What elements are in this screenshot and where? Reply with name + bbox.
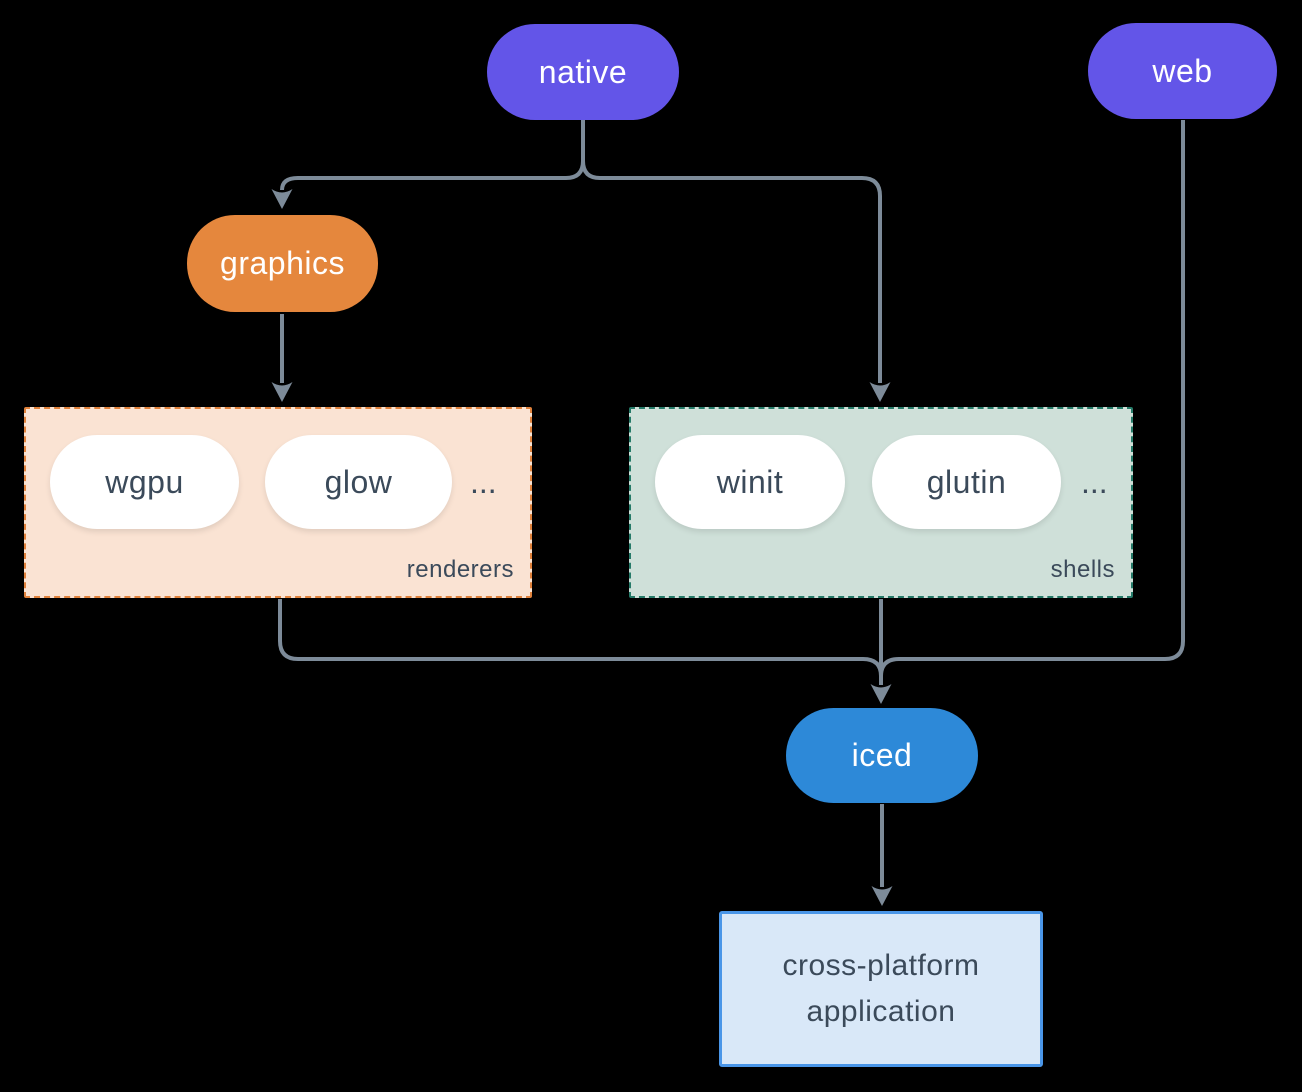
group-shells-label: shells [1050,556,1115,583]
node-iced: iced [786,708,978,803]
node-application-label: cross-platform application [782,948,980,1029]
arrowhead-renderers [271,382,293,402]
node-native: native [487,24,679,120]
group-renderers: wgpu glow ... renderers [24,407,532,598]
node-graphics: graphics [187,215,378,312]
group-shells: winit glutin ... shells [629,407,1133,598]
node-graphics-label: graphics [220,245,345,281]
edge-renderers-merge [278,599,883,677]
node-web: web [1088,23,1277,119]
renderers-ellipsis: ... [470,464,497,500]
node-glow-label: glow [324,463,393,500]
edge-native-graphics [280,120,585,191]
node-glutin-label: glutin [926,463,1007,500]
shells-ellipsis: ... [1081,464,1108,500]
arrowhead-iced [870,684,892,704]
node-web-label: web [1152,52,1213,89]
node-wgpu: wgpu [50,435,239,529]
arrowhead-graphics [271,189,293,209]
edge-native-shells [581,120,882,383]
node-glow: glow [265,435,452,529]
arrowhead-application [871,886,893,906]
node-native-label: native [538,53,628,90]
node-winit: winit [655,435,845,529]
node-glutin: glutin [872,435,1061,529]
node-application: cross-platform application [719,911,1043,1067]
node-wgpu-label: wgpu [105,463,184,500]
group-renderers-label: renderers [406,556,514,583]
arrowhead-shells [869,382,891,402]
node-winit-label: winit [716,463,784,500]
node-iced-label: iced [851,737,913,773]
